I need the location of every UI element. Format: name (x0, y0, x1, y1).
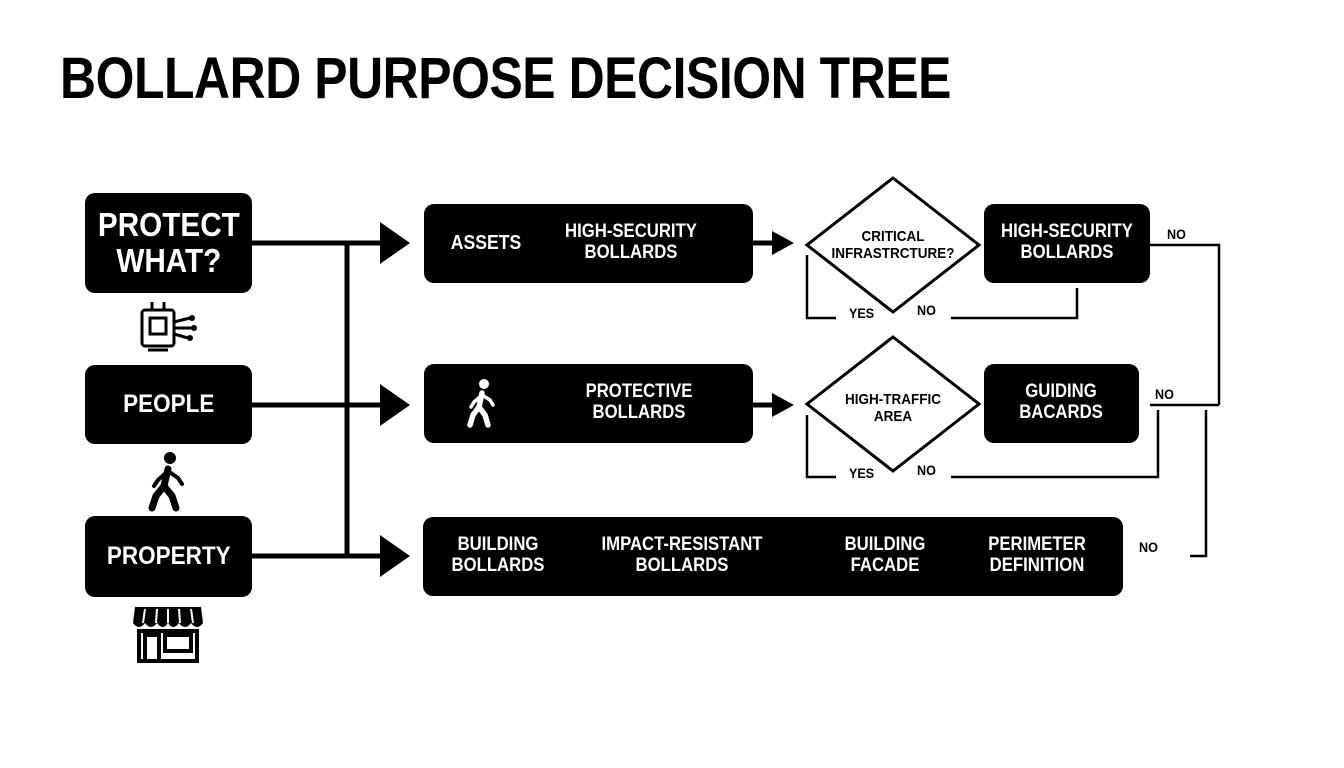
no-label-row1-inner: NO (917, 302, 936, 318)
high-traffic-decision: HIGH-TRAFFIC AREA (845, 391, 941, 426)
walking-person-icon (464, 378, 498, 433)
building-bollards-label: BUILDING BOLLARDS (451, 534, 545, 577)
decision-diamond-critical (804, 176, 982, 314)
protect-what-node: PROTECT WHAT? (85, 193, 252, 293)
guiding-outcome-label: GUIDING BACARDS (1019, 381, 1103, 424)
protective-bollards-label: PROTECTIVE BOLLARDS (585, 381, 693, 424)
people-node: PEOPLE (85, 365, 252, 444)
no-label-row2-inner: NO (917, 462, 936, 478)
storefront-icon (131, 603, 205, 663)
impact-resistant-label: IMPACT-RESISTANT BOLLARDS (601, 534, 763, 577)
protect-what-label: PROTECT WHAT? (97, 206, 240, 279)
high-security-outcome-box: HIGH-SECURITY BOLLARDS (984, 204, 1150, 283)
building-facade-label: BUILDING FACADE (844, 534, 926, 577)
guiding-outcome-box: GUIDING BACARDS (984, 364, 1139, 443)
no-label-row1-outer: NO (1167, 226, 1186, 242)
property-label: PROPERTY (106, 542, 231, 570)
assets-result-label: HIGH-SECURITY BOLLARDS (565, 221, 697, 264)
property-node: PROPERTY (85, 516, 252, 597)
critical-infrastructure-text: CRITICAL INFRASTRCTURE? (831, 227, 955, 262)
electrical-box-icon (132, 298, 202, 356)
decision-diamond-traffic (804, 335, 982, 473)
property-branch-box: BUILDING BOLLARDS IMPACT-RESISTANT BOLLA… (423, 517, 1123, 596)
perimeter-definition-label: PERIMETER DEFINITION (988, 534, 1086, 577)
no-label-row2-outer: NO (1155, 386, 1174, 402)
yes-label-row2: YES (849, 465, 875, 481)
assets-label: ASSETS (450, 232, 522, 254)
critical-infrastructure-decision: CRITICAL INFRASTRCTURE? (832, 228, 955, 263)
people-branch-box: PROTECTIVE BOLLARDS (424, 364, 753, 443)
walking-person-icon (146, 450, 188, 512)
no-label-row3-outer: NO (1139, 539, 1158, 555)
high-traffic-text: HIGH-TRAFFIC AREA (845, 390, 941, 425)
high-security-outcome-label: HIGH-SECURITY BOLLARDS (1001, 221, 1133, 264)
people-label: PEOPLE (122, 390, 215, 418)
assets-branch-box: ASSETS HIGH-SECURITY BOLLARDS (424, 204, 753, 283)
page-title: BOLLARD PURPOSE DECISION TREE (60, 46, 952, 111)
yes-label-row1: YES (849, 305, 875, 321)
